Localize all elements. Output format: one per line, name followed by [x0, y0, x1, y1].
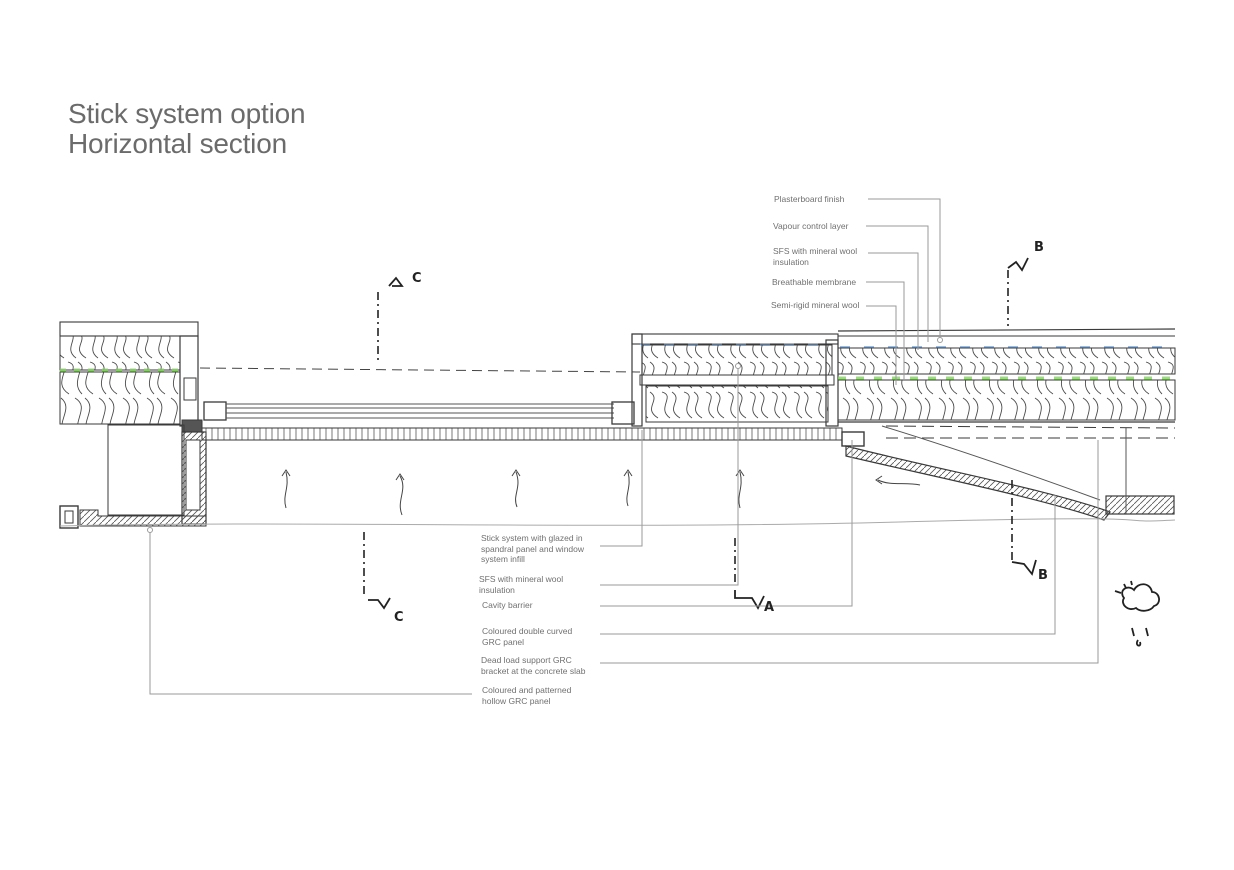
section-mark-c-top: C [412, 271, 422, 286]
label-plasterboard-finish: Plasterboard finish [774, 194, 845, 204]
label-cavity-barrier: Cavity barrier [482, 600, 533, 610]
section-mark-c-bottom: C [394, 610, 404, 625]
title-line-2: Horizontal section [68, 128, 287, 159]
label-sfs-mineral-wool-top: SFS with mineral wool insulation [773, 246, 858, 267]
label-semi-rigid-mineral-wool: Semi-rigid mineral wool [771, 300, 860, 310]
section-mark-b-top: B [1034, 240, 1044, 255]
leader-dots [147, 337, 943, 533]
middle-wall-assembly [631, 333, 839, 427]
drawing-title: Stick system option Horizontal section [68, 98, 306, 159]
section-mark-a-bottom: A [764, 600, 775, 615]
left-wall-assembly [59, 321, 207, 529]
section-mark-b-bottom: B [1038, 568, 1048, 583]
label-breathable-membrane: Breathable membrane [772, 277, 857, 287]
label-stick-system: Stick system with glazed in spandral pan… [481, 533, 585, 564]
grid-line [199, 367, 641, 373]
label-double-curved-grc: Coloured double curved GRC panel [482, 626, 573, 647]
stick-system-glazing [201, 401, 843, 441]
label-hollow-grc-panel: Coloured and patterned hollow GRC panel [482, 685, 572, 706]
label-sfs-mineral-wool-bottom: SFS with mineral wool insulation [479, 574, 564, 595]
leader-lines [149, 198, 1099, 695]
airflow-arrows [281, 469, 921, 516]
section-cut-lines [363, 257, 1037, 610]
sun-cloud-rain-icon [1114, 580, 1160, 647]
label-dead-load-support: Dead load support GRC bracket at the con… [481, 655, 586, 676]
title-line-1: Stick system option [68, 98, 306, 129]
right-wall-assembly [837, 328, 1176, 521]
label-vapour-control-layer: Vapour control layer [773, 221, 849, 231]
site-boundary-line [59, 518, 1176, 527]
